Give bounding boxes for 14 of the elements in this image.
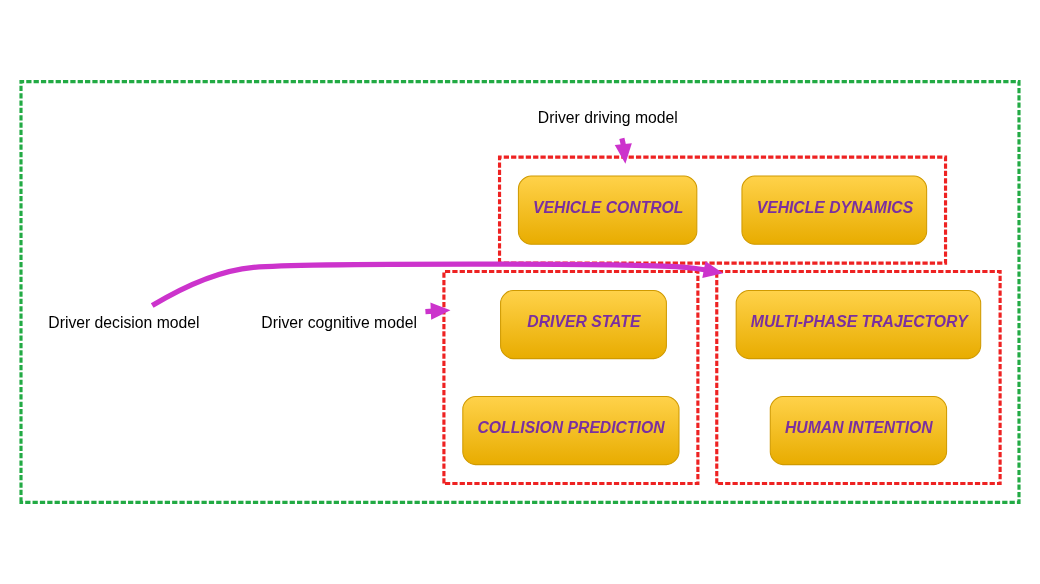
node-text: Driver decision model	[48, 314, 200, 332]
arrow	[150, 261, 724, 308]
node-text: Driver driving model	[537, 109, 678, 127]
cluster	[497, 155, 948, 265]
node-box: MULTI-PHASE TRAJECTORY	[735, 289, 982, 360]
cluster	[442, 269, 700, 486]
node-box: COLLISION PREDICTION	[462, 395, 680, 466]
node-text: Driver cognitive model	[261, 314, 417, 332]
cluster	[19, 80, 1021, 504]
cluster	[715, 269, 1002, 486]
node-box: HUMAN INTENTION	[769, 395, 948, 466]
node-box: DRIVER STATE	[500, 289, 667, 360]
node-box: VEHICLE CONTROL	[517, 175, 698, 245]
node-box: VEHICLE DYNAMICS	[741, 175, 928, 245]
